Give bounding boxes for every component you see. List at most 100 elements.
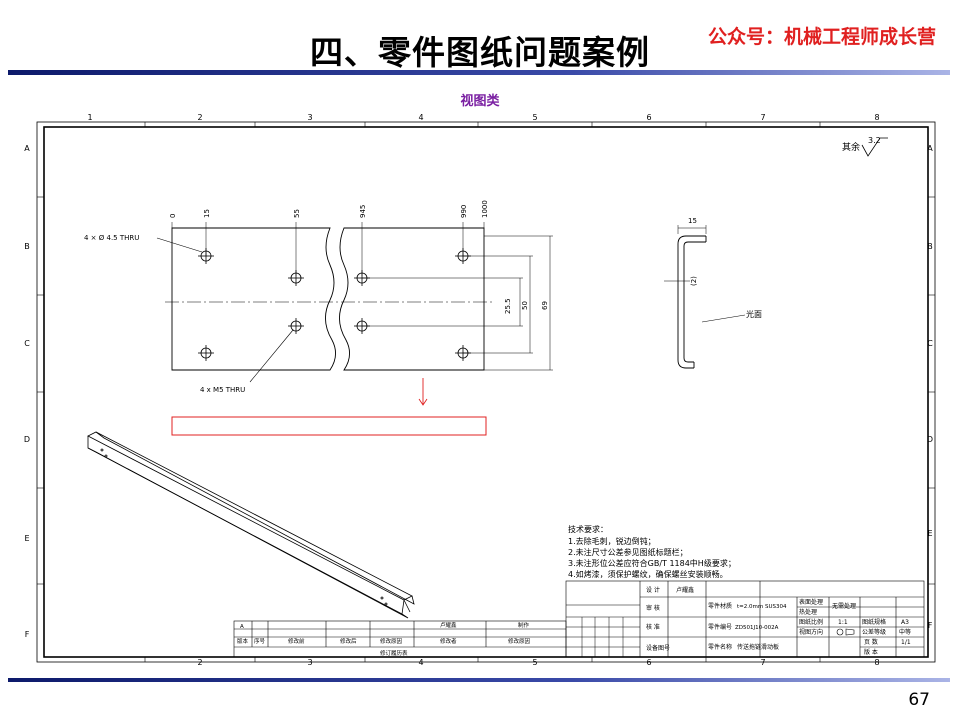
dim-vertical: 69 <box>541 301 549 310</box>
row-label: A <box>24 144 30 153</box>
section-subtitle: 视图类 <box>460 94 500 109</box>
tb-label: 版 本 <box>864 648 878 656</box>
col-label: 1 <box>87 113 92 122</box>
top-divider <box>8 70 950 75</box>
dim-top: 0 <box>169 214 177 218</box>
tb-label: 视图方向 <box>799 628 823 636</box>
side-dim-width: 15 <box>688 217 697 225</box>
page-number: 67 <box>908 690 930 710</box>
bottom-divider <box>8 678 950 682</box>
rev-header: 制作 <box>518 621 530 629</box>
dim-top: 1000 <box>481 200 489 218</box>
hole-callout-a: 4 × Ø 4.5 THRU <box>84 234 139 242</box>
col-label: 7 <box>760 113 765 122</box>
rev-header: 修改原因 <box>380 637 403 645</box>
row-label: F <box>928 621 933 630</box>
row-label: D <box>24 435 30 444</box>
side-note: 光面 <box>746 309 762 319</box>
col-label: 3 <box>307 658 312 667</box>
plate-plan-view <box>156 222 553 383</box>
roughness-value: 3.2 <box>868 136 881 145</box>
rev-row: A <box>240 624 244 630</box>
rev-header: 修改原因 <box>508 637 531 645</box>
tb-label: 零件名称 <box>708 643 732 651</box>
tech-req-item: 4.如烤漆，须保护螺纹，确保螺丝安装顺畅。 <box>568 569 728 579</box>
side-dim-thk: (2) <box>690 276 698 286</box>
projection-symbol-icon <box>836 628 855 636</box>
rev-header: 序号 <box>254 637 266 645</box>
rev-header: 版本 <box>237 637 249 645</box>
row-label: B <box>927 242 933 251</box>
tb-label: 设备图号 <box>646 644 670 652</box>
col-label: 2 <box>197 113 202 122</box>
rev-header: 修改后 <box>340 637 357 645</box>
tb-value: 传送拖链滑动板 <box>737 643 779 651</box>
roughness-icon <box>861 137 888 157</box>
col-label: 6 <box>646 113 651 122</box>
page-title: 四、零件图纸问题案例 <box>310 33 650 72</box>
tolerance-table <box>566 617 640 657</box>
dim-vertical: 25.5 <box>504 298 512 314</box>
rev-header: 卢耀鑫 <box>440 621 457 629</box>
tb-value: 1:1 <box>838 619 848 626</box>
col-label: 3 <box>307 113 312 122</box>
tb-label: 图纸规格 <box>862 618 886 626</box>
row-label: C <box>927 339 933 348</box>
tb-value: t=2.0mm SUS304 <box>737 604 787 610</box>
dim-top: 15 <box>203 209 211 218</box>
rev-header: 修改者 <box>440 637 457 645</box>
row-label: C <box>24 339 30 348</box>
tb-label: 页 数 <box>864 638 878 646</box>
tb-value: ZD501J10-002A <box>735 625 779 631</box>
col-label: 8 <box>874 658 879 667</box>
tech-req-item: 1.去除毛刺，锐边倒钝； <box>568 536 656 546</box>
frame-ticks <box>37 122 935 662</box>
missing-view-box <box>171 416 487 436</box>
tb-label: 核 准 <box>646 623 660 631</box>
rev-header: 修改前 <box>288 637 305 645</box>
channel-side-view <box>664 225 746 369</box>
dim-top: 55 <box>293 209 301 218</box>
tb-label: 公差等级 <box>862 628 886 636</box>
tb-value: 卢耀鑫 <box>676 586 694 594</box>
tb-value: 中等 <box>899 628 911 636</box>
tb-label: 零件材质 <box>708 602 732 610</box>
tb-label: 表面处理 <box>799 598 823 606</box>
col-label: 5 <box>532 113 537 122</box>
dim-top: 945 <box>359 205 367 218</box>
tb-label: 审 核 <box>646 604 660 612</box>
tech-req-item: 2.未注尺寸公差参见图纸标题栏； <box>568 547 688 557</box>
tb-value: 1/1 <box>901 639 911 646</box>
tb-value: 无需处理 <box>832 602 856 610</box>
tech-req-item: 3.未注形位公差应符合GB/T 1184中H级要求； <box>568 558 736 568</box>
col-label: 6 <box>646 658 651 667</box>
isometric-view <box>87 431 415 619</box>
title-block-grid <box>565 580 925 658</box>
row-label: B <box>24 242 30 251</box>
rev-record-label: 修订履历表 <box>380 649 408 657</box>
tb-label: 图纸比例 <box>799 618 823 626</box>
tb-label: 零件编号 <box>708 623 732 631</box>
col-label: 4 <box>418 658 423 667</box>
col-label: 4 <box>418 113 423 122</box>
row-label: E <box>927 529 932 538</box>
dim-top: 990 <box>460 205 468 218</box>
revision-table <box>233 620 567 658</box>
row-label: F <box>25 630 30 639</box>
tech-req-title: 技术要求： <box>568 524 608 534</box>
tb-value: A3 <box>901 619 909 626</box>
col-label: 8 <box>874 113 879 122</box>
dim-vertical: 50 <box>521 301 529 310</box>
tb-label: 热处理 <box>799 608 817 616</box>
col-label: 5 <box>532 658 537 667</box>
col-label: 2 <box>197 658 202 667</box>
col-label: 7 <box>760 658 765 667</box>
roughness-label: 其余 <box>842 141 860 153</box>
tb-label: 设 计 <box>646 586 660 594</box>
row-label: D <box>927 435 933 444</box>
row-label: E <box>24 534 29 543</box>
row-label: A <box>927 144 933 153</box>
brand-label: 公众号：机械工程师成长营 <box>707 26 936 48</box>
hole-callout-b: 4 x M5 THRU <box>200 386 245 394</box>
